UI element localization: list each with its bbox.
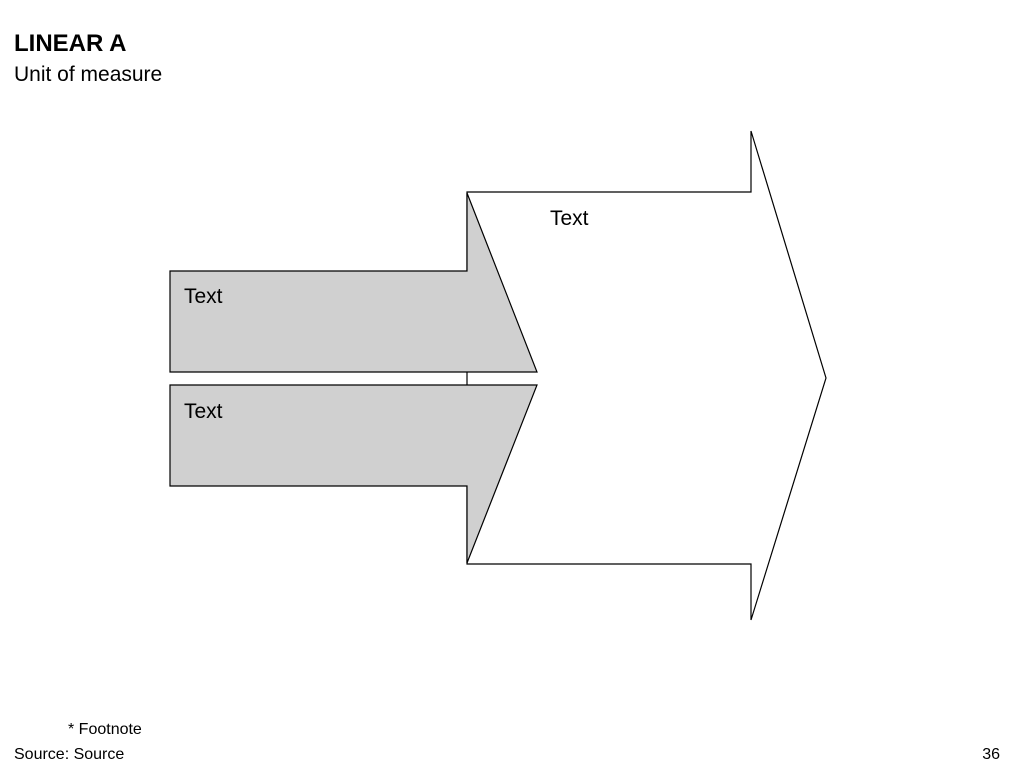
page-subtitle: Unit of measure [14, 63, 163, 86]
page-title: LINEAR A [14, 30, 127, 57]
page-number: 36 [982, 746, 1000, 763]
source-note: Source: Source [14, 746, 125, 763]
footnote: * Footnote [68, 721, 142, 738]
lower-arrow-shape [169, 384, 538, 564]
upper-arrow-shape [169, 192, 538, 373]
big-arrow-shape [466, 130, 827, 621]
lower-arrow-label: Text [184, 400, 223, 423]
upper-arrow-label: Text [184, 285, 223, 308]
big-arrow-label: Text [550, 207, 589, 230]
